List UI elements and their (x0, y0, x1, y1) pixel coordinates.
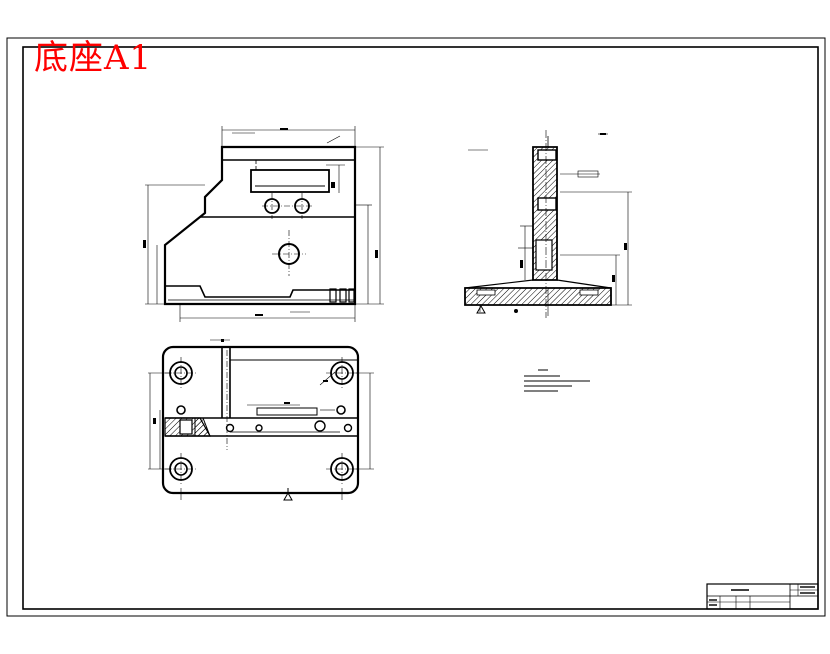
front-view (143, 126, 384, 322)
inner-border (22, 46, 819, 610)
technical-notes (524, 369, 590, 392)
title-block (706, 583, 819, 610)
top-view (148, 339, 374, 501)
section-view (464, 130, 632, 318)
drawing-title: 底座A1 (34, 38, 153, 78)
outer-border (6, 37, 826, 617)
